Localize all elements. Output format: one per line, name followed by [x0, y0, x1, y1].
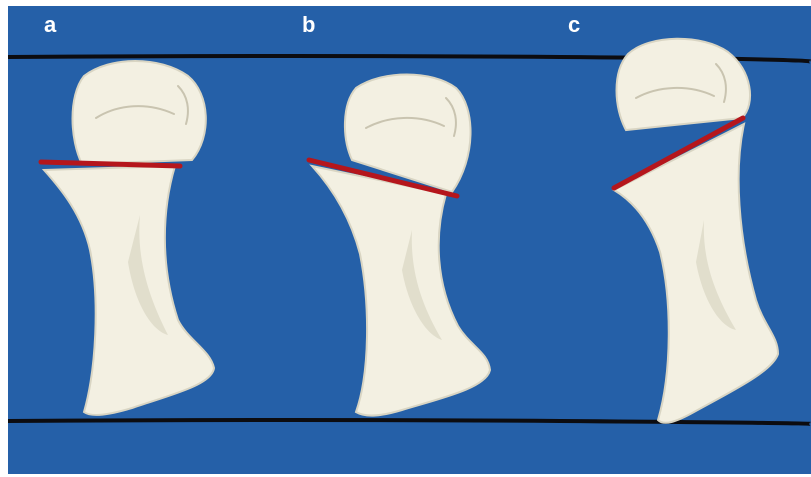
panel-label-c: c — [568, 12, 580, 38]
bone-head-c — [617, 39, 751, 130]
bone-head-a — [73, 61, 206, 164]
panel-label-a: a — [44, 12, 56, 38]
panel-label-b: b — [302, 12, 315, 38]
